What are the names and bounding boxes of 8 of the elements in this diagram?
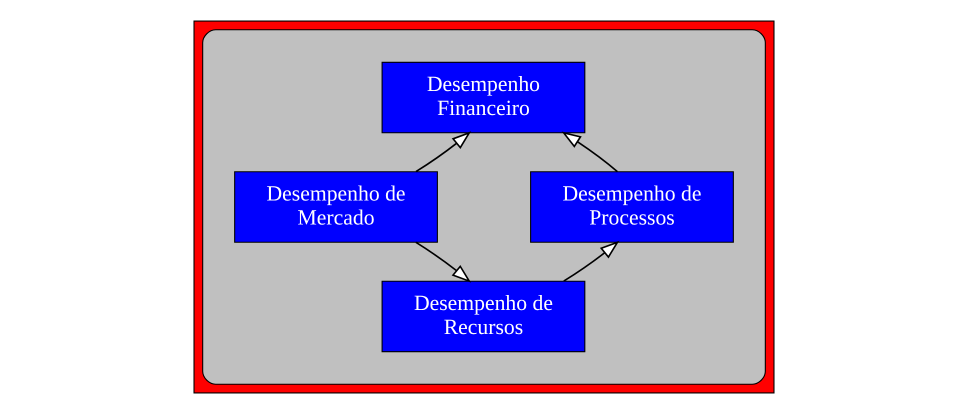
node-box: Desempenho de Recursos [381,280,585,352]
node-box: Desempenho de Processos [530,171,734,243]
arrow [562,240,619,282]
arrow [561,132,618,172]
arrow [414,242,471,283]
arrow [415,131,471,172]
node-box: Desempenho Financeiro [381,62,585,134]
node-box: Desempenho de Mercado [234,171,438,243]
